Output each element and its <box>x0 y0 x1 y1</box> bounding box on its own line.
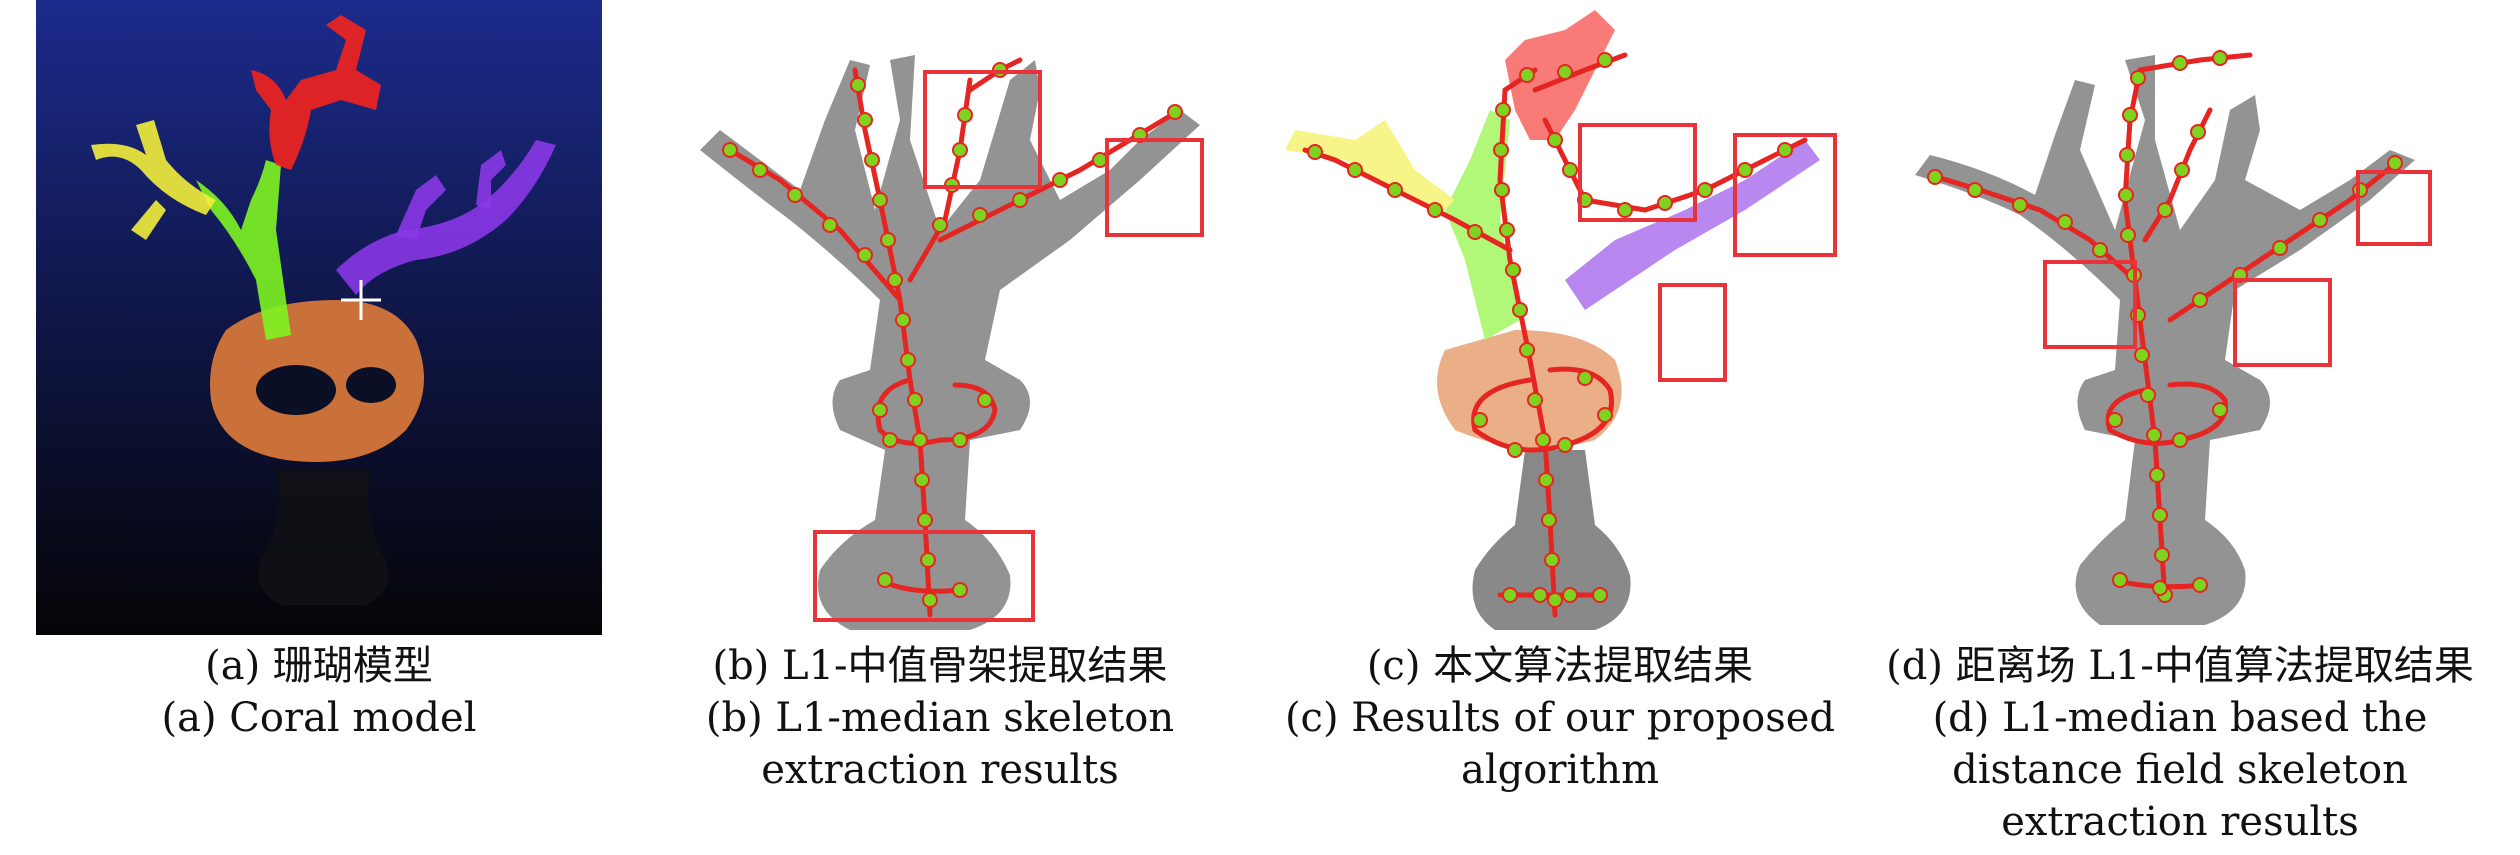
point-cloud <box>1915 55 2415 625</box>
green-segment <box>196 160 291 340</box>
caption-d-en-line-1: (d) L1-median based the <box>1932 695 2428 741</box>
panel-c-proposed <box>1265 0 1850 640</box>
caption-b-en-line-1: (b) L1-median skeleton <box>705 695 1175 741</box>
caption-d-en-line-3: extraction results <box>2001 799 2359 845</box>
caption-b-zh: (b) L1-中值骨架提取结果 <box>712 643 1168 689</box>
distance-field-result-image <box>1915 50 2432 625</box>
panel-a-coral-model <box>36 0 602 640</box>
caption-b-en-line-2: extraction results <box>761 747 1119 793</box>
caption-d-en-line-2: distance field skeleton <box>1952 747 2408 793</box>
l1-median-skeleton-image <box>700 55 1204 630</box>
caption-a-en-line-1: (a) Coral model <box>161 695 477 741</box>
caption-b: (b) L1-中值骨架提取结果 (b) L1-median skeleton e… <box>660 640 1220 796</box>
caption-d: (d) 距离场 L1-中值算法提取结果 (d) L1-median based … <box>1860 640 2500 848</box>
red-segment <box>251 15 381 170</box>
highlight-boxes <box>2043 170 2432 367</box>
segmented-point-cloud <box>1285 10 1820 630</box>
caption-c-en-line-1: (c) Results of our proposed <box>1284 695 1836 741</box>
purple-segment <box>336 140 556 295</box>
caption-a: (a) 珊瑚模型 (a) Coral model <box>96 640 542 744</box>
proposed-result-image <box>1285 10 1837 630</box>
point-cloud <box>700 55 1200 630</box>
caption-a-zh: (a) 珊瑚模型 <box>205 643 433 689</box>
yellow-segment <box>91 120 216 215</box>
panel-d-distance-field <box>1870 0 2480 640</box>
highlight-boxes <box>1578 123 1837 382</box>
skeleton-nodes <box>1307 52 1793 608</box>
highlight-boxes <box>813 70 1204 622</box>
caption-c: (c) 本文算法提取结果 (c) Results of our proposed… <box>1280 640 1840 796</box>
skeleton-nodes <box>722 62 1183 608</box>
skeleton-nodes <box>1927 50 2403 603</box>
caption-c-zh: (c) 本文算法提取结果 <box>1366 643 1754 689</box>
panel-b-l1-median <box>640 0 1240 640</box>
caption-c-en-line-2: algorithm <box>1460 747 1659 793</box>
crosshair-icon <box>341 280 381 320</box>
coral-model-image <box>36 0 602 635</box>
caption-d-zh: (d) 距离场 L1-中值算法提取结果 <box>1886 643 2474 689</box>
